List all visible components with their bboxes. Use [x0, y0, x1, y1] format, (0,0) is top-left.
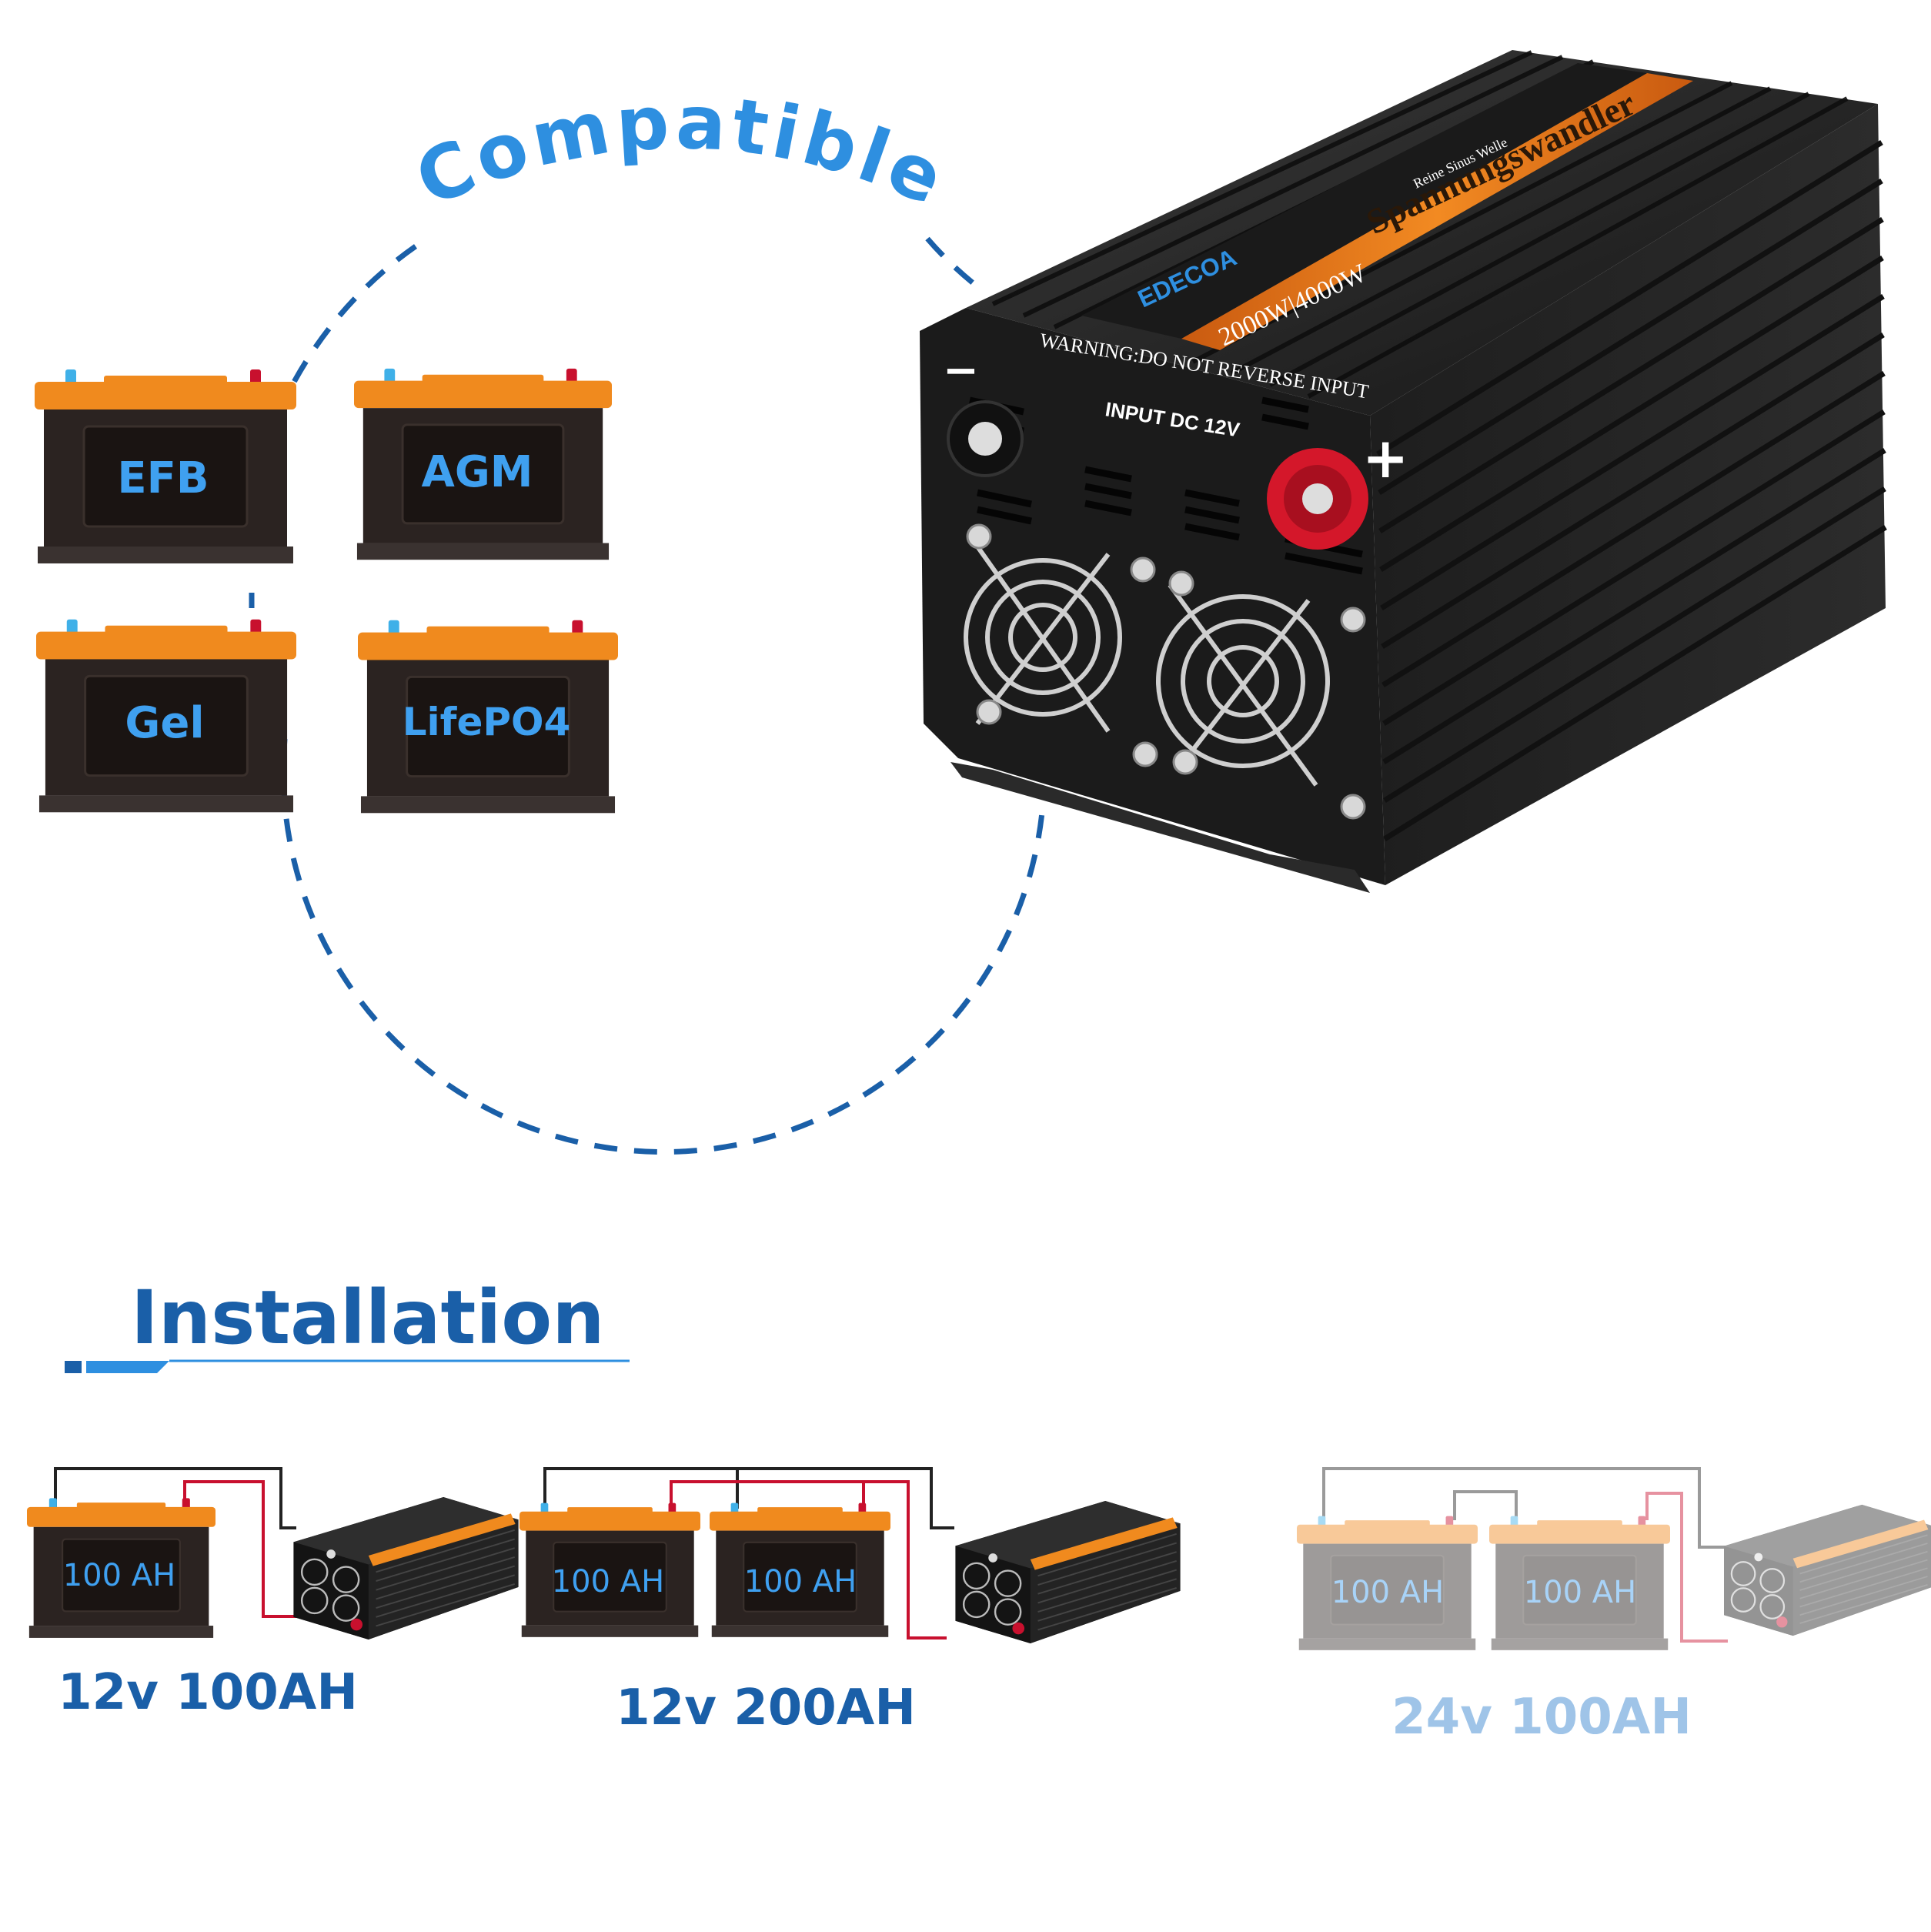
compatible-title: Compatible [403, 79, 959, 224]
installation-title: Installation [131, 1275, 605, 1361]
battery-gel: Gel [36, 618, 296, 814]
config-12v-200ah: 100 AH 100 AH 12v 200AH [519, 1467, 1181, 1736]
config-1-battery-1-label: 100 AH [63, 1558, 176, 1593]
battery-lifepo4-label: LifePO4 [403, 700, 571, 744]
battery-agm: AGM [354, 367, 612, 561]
config-2-battery-1-label: 100 AH [552, 1564, 665, 1599]
installation-underline [65, 1359, 630, 1373]
mini-inverter-icon [954, 1501, 1181, 1643]
battery-agm-label: AGM [421, 447, 533, 497]
positive-label: + [1362, 426, 1408, 490]
config-3-battery-1-label: 100 AH [1331, 1575, 1445, 1610]
config-24v-100ah: 100 AH 100 AH [1297, 1467, 1931, 1651]
battery-efb-label: EFB [117, 453, 209, 503]
config-12v-100ah: 100 AH 12v 100AH [27, 1467, 519, 1721]
config-3-battery-2-label: 100 AH [1524, 1575, 1637, 1610]
config-2-caption: 12v 200AH [616, 1680, 916, 1736]
battery-efb: EFB [35, 369, 296, 565]
negative-terminal-icon [947, 400, 1024, 477]
battery-lifepo4: LifePO4 [358, 620, 618, 814]
mini-inverter-icon [292, 1497, 519, 1640]
inverter-large: − + WARNING:DO NOT REVERSE INPUT INPUT D… [920, 50, 1887, 893]
compatibility-circle [249, 236, 1046, 1155]
config-2-battery-2-label: 100 AH [744, 1564, 857, 1599]
positive-terminal-icon [1267, 448, 1368, 550]
mini-inverter-icon [1724, 1503, 1931, 1637]
battery-gel-label: Gel [125, 698, 204, 748]
negative-label: − [943, 346, 979, 396]
config-3-caption: 24v 100AH [1391, 1689, 1692, 1746]
fan-left-icon [964, 545, 1122, 733]
fan-right-icon [1156, 583, 1330, 787]
config-1-caption: 12v 100AH [58, 1664, 358, 1721]
